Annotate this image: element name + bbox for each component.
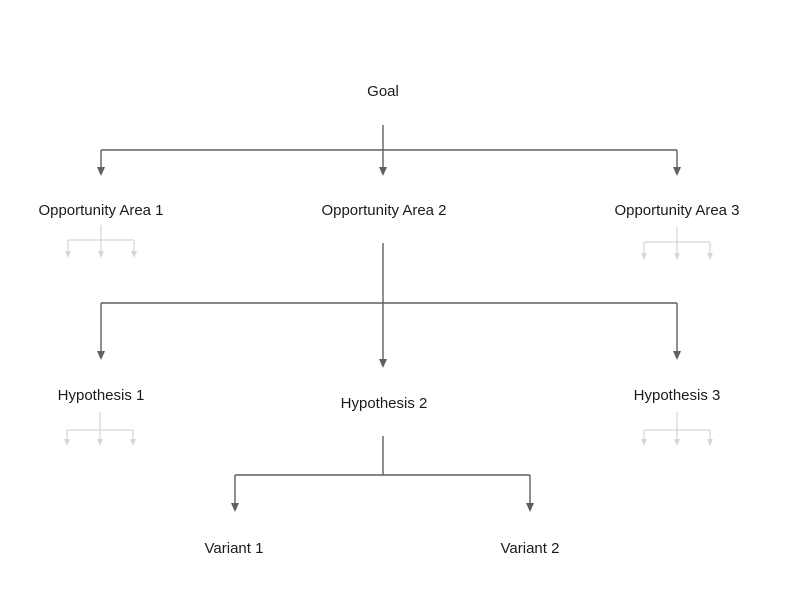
collapsed-branches-hypothesis-3 <box>641 412 713 446</box>
faint-arrow-head <box>97 439 103 446</box>
arrow-head <box>526 503 534 512</box>
arrow-head <box>97 167 105 176</box>
node-opportunity-area-1: Opportunity Area 1 <box>38 202 163 219</box>
node-hypothesis-3: Hypothesis 3 <box>634 387 721 404</box>
faint-arrow-head <box>641 253 647 260</box>
faint-arrow-head <box>64 439 70 446</box>
faint-arrow-head <box>131 251 137 258</box>
arrow-head <box>231 503 239 512</box>
node-opportunity-area-2: Opportunity Area 2 <box>321 202 446 219</box>
collapsed-branches-opportunity-area-3 <box>641 227 713 260</box>
node-variant-1: Variant 1 <box>205 540 264 557</box>
arrow-head <box>379 167 387 176</box>
faint-arrow-head <box>674 439 680 446</box>
faint-arrow-head <box>65 251 71 258</box>
node-hypothesis-2: Hypothesis 2 <box>341 395 428 412</box>
goal-connector <box>97 125 681 176</box>
hypothesis-2-connector <box>231 436 534 512</box>
opportunity-area-2-connector <box>97 243 681 368</box>
arrow-head <box>673 351 681 360</box>
node-variant-2: Variant 2 <box>501 540 560 557</box>
faint-arrow-head <box>130 439 136 446</box>
arrow-head <box>379 359 387 368</box>
faint-arrow-head <box>98 251 104 258</box>
faint-arrow-head <box>674 253 680 260</box>
node-opportunity-area-3: Opportunity Area 3 <box>614 202 739 219</box>
faint-arrow-head <box>707 253 713 260</box>
faint-arrow-head <box>641 439 647 446</box>
collapsed-branches-opportunity-area-1 <box>65 225 137 258</box>
arrow-head <box>673 167 681 176</box>
node-hypothesis-1: Hypothesis 1 <box>58 387 145 404</box>
arrow-head <box>97 351 105 360</box>
faint-arrow-head <box>707 439 713 446</box>
collapsed-branches-hypothesis-1 <box>64 412 136 446</box>
node-goal: Goal <box>367 83 399 100</box>
